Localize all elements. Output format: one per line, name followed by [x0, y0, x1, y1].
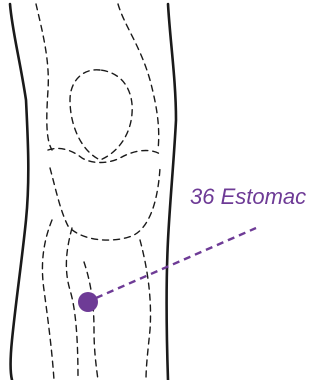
leg-outline-left — [10, 4, 28, 380]
tibia-left-contour — [42, 220, 54, 380]
tibial-plateau-contour — [50, 168, 160, 240]
tibia-right-contour — [140, 240, 151, 380]
acupoint-marker[interactable] — [78, 292, 98, 312]
point-leader-line — [96, 228, 256, 298]
acupoint-label: 36 Estomac — [190, 184, 306, 209]
patella-contour — [70, 70, 132, 160]
thigh-muscle-left-contour — [36, 4, 52, 150]
fibula-contour — [66, 228, 78, 380]
knee-joint-contour — [48, 148, 160, 162]
leg-outline-right — [167, 4, 177, 380]
tibia-inner-contour — [84, 262, 98, 380]
thigh-muscle-right-contour — [118, 4, 159, 150]
